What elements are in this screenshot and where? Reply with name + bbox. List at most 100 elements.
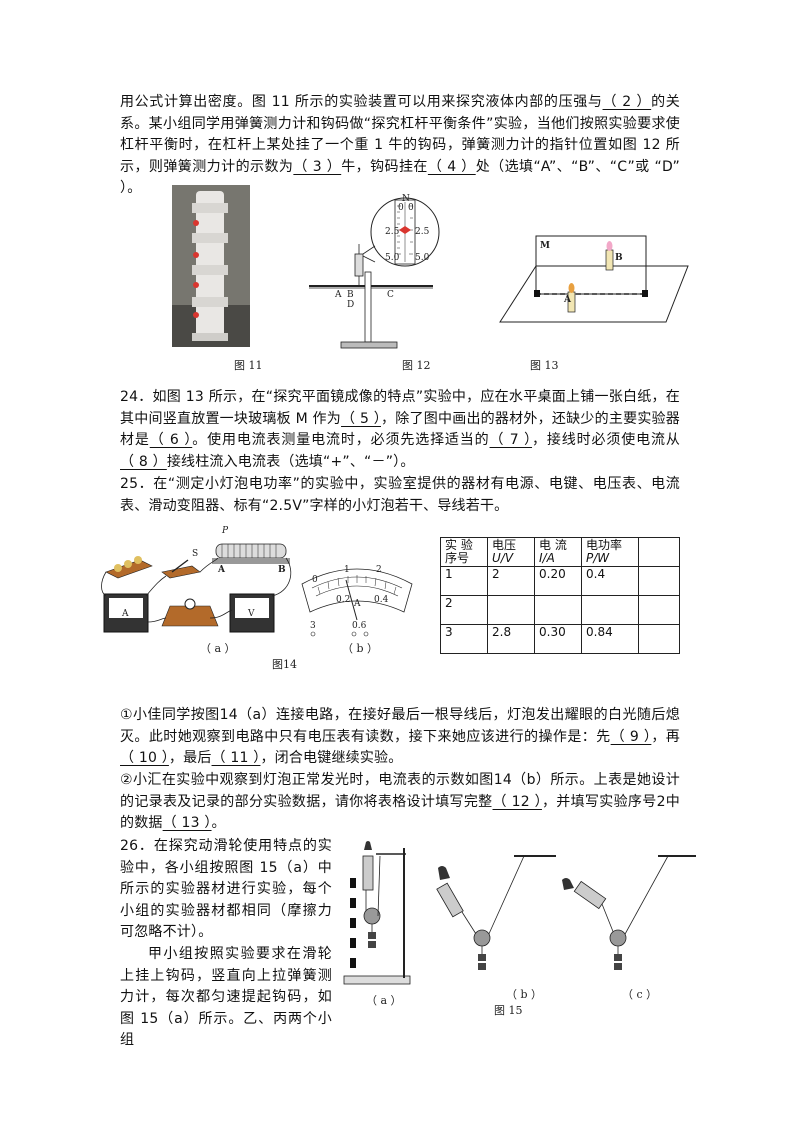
pulley-icon	[609, 929, 627, 947]
rheostat-icon	[215, 543, 287, 559]
q25-paragraph: 25．在“测定小灯泡电功率”的实验中，实验室提供的器材有电源、电键、电压表、电流…	[120, 474, 680, 517]
table-row: 3 2.8 0.30 0.84	[440, 624, 680, 654]
q25-1-text-3: ，最后	[168, 750, 212, 766]
header-voltage-line1: 电压	[492, 538, 517, 552]
candle-label-a: A	[563, 295, 572, 305]
spring-scale-icon	[354, 253, 364, 277]
figure-14a-caption: （ a ）	[200, 642, 236, 655]
scale-50-left: 5.0	[385, 253, 400, 263]
header-trial-line2: 序号	[445, 551, 470, 565]
cell-r2-c4	[581, 595, 639, 625]
q24-text-1: 24．如图 13 所示，在“探究平面镜成像的特点”实验中，应在水平桌面上铺一张白…	[120, 389, 680, 427]
ammeter-dial-illustration: 0 1 2 0.2 0.4 A 3 0.6	[301, 565, 413, 637]
q24-text-2: ，除了图中画出的器材外，还缺少的主要实验器材是	[120, 410, 680, 449]
q26-paragraph-2: 甲小组按照实验要求在滑轮上挂上钩码，竖直向上拉弹簧测力计，每次都匀速提起钩码，如…	[120, 944, 332, 1052]
blank-3: （ 3 ）	[293, 158, 342, 175]
needle-icon	[345, 579, 358, 621]
figure-15b-pulley	[428, 850, 558, 982]
table-row: 1 2 0.20 0.4	[440, 566, 680, 596]
cell-r2-c5	[638, 595, 680, 625]
cell-r1-c3: 0.20	[534, 566, 582, 596]
q23-text-3: 牛，钩码挂在	[341, 158, 428, 175]
mirror-label-m: M	[540, 241, 550, 251]
cell-r3-c1: 3	[440, 624, 488, 654]
bulb-base-icon	[161, 605, 219, 627]
blank-8: （ 8 ）	[120, 453, 167, 470]
q25-2-text-3: 。	[211, 815, 226, 831]
scale-25-left: 2.5	[385, 227, 400, 237]
q24-text-5: 接线柱流入电流表（选填“+”、“－”）。	[166, 453, 415, 470]
scale-50-right: 5.0	[415, 253, 430, 263]
q23-text-4: 处（选填“A”、“B”、“C”或 “D” ）。	[120, 158, 681, 197]
candle-label-b: B	[615, 253, 623, 263]
cell-r3-c3: 0.30	[534, 624, 582, 654]
q23-text-1: 用公式计算出密度。图 11 所示的实验装置可以用来探究液体内部的压强与	[120, 94, 603, 110]
figure-15c-pulley	[562, 850, 698, 982]
cell-r3-c5	[638, 624, 680, 654]
blank-4: （ 4 ）	[427, 158, 476, 175]
cell-r2-c1: 2	[440, 595, 488, 625]
blank-2: （ 2 ）	[602, 94, 652, 110]
lever-point-a: A	[334, 290, 342, 300]
q24-paragraph: 24．如图 13 所示，在“探究平面镜成像的特点”实验中，应在水平桌面上铺一张白…	[120, 387, 680, 473]
terminal-06: 0.6	[352, 621, 367, 631]
dial-0-top: 0	[312, 575, 318, 585]
blank-12: （ 12 ）	[492, 793, 542, 810]
blank-6: （ 6 ）	[149, 432, 193, 448]
figure-15b-caption: （ b ）	[506, 988, 543, 1001]
rheostat-label-p: P	[221, 526, 229, 536]
dial-unit-a: A	[353, 599, 361, 609]
q25-1-text-4: ，闭合电键继续实验。	[260, 750, 403, 766]
figure-14b-caption: （ b ）	[342, 642, 379, 655]
figure-12-lever: N 0 0 2.5 2.5 5.0 5.0 A B C D	[305, 188, 445, 353]
figure-15a-pulley	[336, 838, 418, 988]
q25-part1-paragraph: ①小佳同学按图14（a）连接电路，在接好最后一根导线后，灯泡发出耀眼的白光随后熄…	[120, 705, 680, 770]
header-current-line2: I/A	[539, 551, 555, 565]
header-voltage-line2: U/V	[492, 551, 514, 565]
pulley-icon	[473, 929, 491, 947]
q26-text-2: 甲小组按照实验要求在滑轮上挂上钩码，竖直向上拉弹簧测力计，每次都匀速提起钩码，如…	[120, 946, 332, 1048]
cell-r1-c1: 1	[440, 566, 488, 596]
figure-12-caption: 图 12	[402, 359, 431, 372]
circuit-illustration: P S A B A V	[101, 526, 292, 633]
q25-1-text-1: ①小佳同学按图14（a）连接电路，在接好最后一根导线后，灯泡发出耀眼的白光随后熄…	[120, 707, 680, 745]
switch-label-s: S	[192, 549, 198, 559]
header-trial: 实 验序号	[440, 537, 488, 567]
dial-2: 2	[376, 565, 382, 575]
cell-r2-c3	[534, 595, 582, 625]
figure-11-caption: 图 11	[234, 359, 263, 372]
table-row: 2	[440, 595, 680, 625]
blank-7: （ 7 ）	[489, 432, 533, 448]
ammeter-label: A	[121, 609, 129, 619]
blank-10: （ 10 ）	[120, 750, 169, 766]
scale-0-left: 0	[398, 203, 404, 213]
blank-5: （ 5 ）	[341, 410, 381, 427]
figure-11-photo	[172, 185, 250, 347]
lever-illustration: N 0 0 2.5 2.5 5.0 5.0 A B C D	[309, 194, 440, 349]
candle-b-icon	[605, 249, 614, 271]
figure-15a-caption: （ a ）	[366, 994, 402, 1007]
mirror-illustration: M A B	[499, 235, 689, 323]
pulley-a-illustration	[343, 841, 411, 985]
q26-paragraph: 26．在探究动滑轮使用特点的实验中，各小组按照图 15（a）中所示的实验器材进行…	[120, 836, 332, 944]
header-power-line2: P/W	[586, 551, 610, 565]
q25-1-text-2: ，再	[651, 728, 680, 745]
q25-part2-paragraph: ②小汇在实验中观察到灯泡正常发光时，电流表的示数如图14（b）所示。上表是她设计…	[120, 770, 680, 835]
figure-13-caption: 图 13	[530, 359, 559, 372]
bulb-icon	[184, 598, 196, 610]
q23-text-2: 的关系。某小组同学用弹簧测力计和钩码做“探究杠杆平衡条件”实验，当他们按照实验要…	[120, 94, 680, 175]
cell-r1-c5	[638, 566, 680, 596]
figure-15-caption: 图 15	[494, 1004, 523, 1017]
pulley-icon	[363, 907, 381, 925]
header-trial-line1: 实 验	[445, 538, 473, 552]
blank-11: （ 11 ）	[211, 750, 261, 766]
spring-scale-icon	[436, 882, 464, 918]
pipe-photo-illustration	[172, 185, 250, 347]
figure-15c-caption: （ c ）	[622, 988, 658, 1001]
q24-text-4: ，接线时必须使电流从	[532, 432, 681, 448]
pulley-b-illustration	[436, 855, 556, 970]
header-extra	[638, 537, 680, 567]
spring-scale-icon	[573, 880, 607, 910]
